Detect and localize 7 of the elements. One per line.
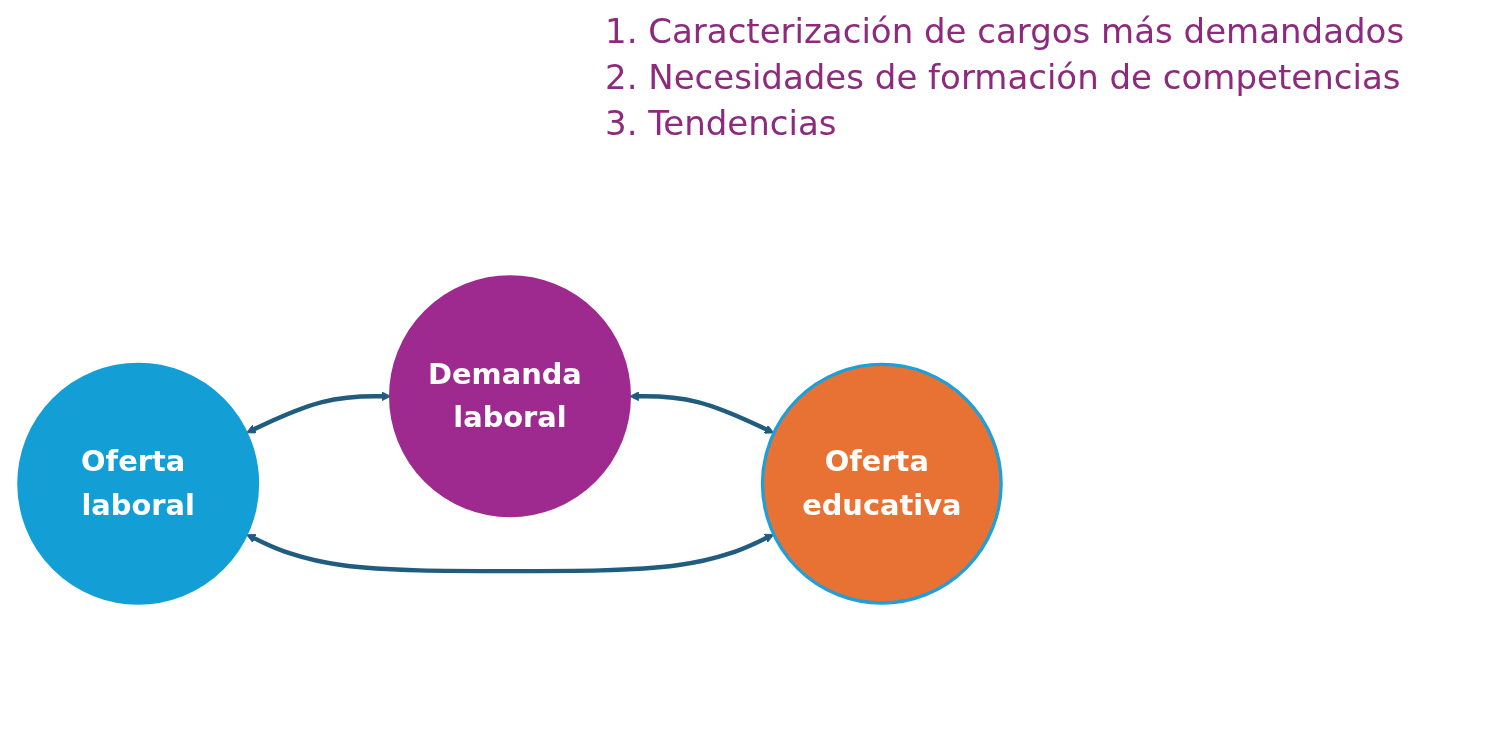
- list-item: 3. Tendencias: [605, 102, 838, 145]
- node-circle: Oferta laboral: [17, 362, 260, 605]
- node-circle: Demanda laboral: [389, 275, 631, 518]
- list-item: 2. Necesidades de formación de competencias: [605, 56, 1402, 99]
- arrow: [246, 533, 775, 574]
- list-item: 1. Caracterización de cargos más demandados: [605, 10, 1405, 53]
- node-circle: Oferta educativa: [760, 362, 1003, 605]
